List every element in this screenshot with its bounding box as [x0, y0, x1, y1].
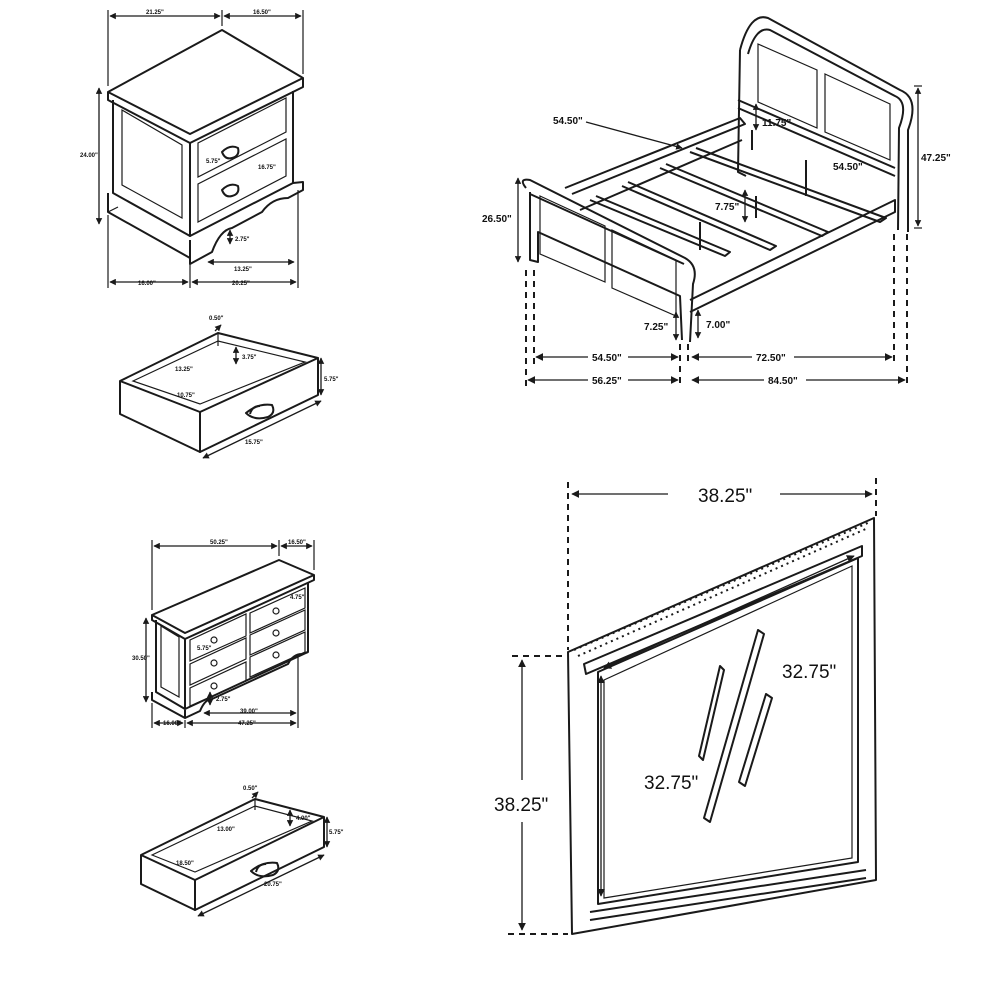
mirror-drawing: [567, 517, 877, 935]
ns-drawer-thickness-label: 0.50": [209, 316, 224, 322]
nightstand-clearance-label: 2.75": [235, 237, 250, 243]
dresser-width-label: 50.25": [210, 540, 228, 546]
dresser-drawing: [151, 559, 315, 719]
ns-drawer-outer-height-label: 5.75": [324, 377, 339, 383]
mirror-width-label: 38.25": [698, 486, 752, 507]
mirror-glass-height-label: 32.75": [644, 773, 698, 794]
bed-headboard-inner-width-label: 54.50": [553, 116, 583, 127]
nightstand-drawer-front-width-label: 16.75": [258, 165, 276, 171]
mirror-dimensions: 38.25" 38.25" 32.75" 32.75": [494, 478, 877, 935]
dr-drawer-inner-height-label: 4.00": [296, 816, 311, 822]
ns-drawer-inner-width-label: 10.75": [177, 393, 195, 399]
mirror-glass-width-label: 32.75": [782, 662, 836, 683]
dr-drawer-inner-depth-label: 13.00": [217, 827, 235, 833]
nightstand-base-width-label: 20.25": [232, 281, 250, 287]
nightstand-height-label: 24.00": [80, 153, 98, 159]
dresser-clearance-label: 2.75": [216, 697, 231, 703]
nightstand-inner-width-label: 13.25": [234, 267, 252, 273]
dr-drawer-inner-width-label: 18.50": [176, 861, 194, 867]
dresser-base-width-label: 47.25": [238, 721, 256, 727]
ns-drawer-inner-height-label: 3.75": [242, 355, 257, 361]
dr-drawer-outer-width-label: 20.75": [264, 882, 282, 888]
bed-headboard-rail-height-label: 11.75": [762, 118, 791, 129]
dr-drawer-thickness-label: 0.50": [243, 786, 258, 792]
dr-drawer-outer-height-label: 5.75": [329, 830, 344, 836]
nightstand-drawer-front-height-label: 5.75": [206, 159, 221, 165]
bed-slat-width-label: 54.50": [833, 162, 863, 173]
dresser-side-drawer-label: 4.75": [290, 595, 305, 601]
mirror-height-label: 38.25": [494, 795, 548, 816]
bed-foot-clearance-label: 7.25": [644, 322, 668, 333]
bed-overall-width-label: 56.25": [592, 376, 622, 387]
nightstand-side-depth-label: 16.00": [138, 281, 156, 287]
nightstand-drawer-drawing: [119, 332, 319, 453]
dresser-height-label: 30.50": [132, 656, 150, 662]
bed-overall-length-label: 84.50": [768, 376, 798, 387]
nightstand-drawing: [107, 29, 304, 265]
bed-headboard-height-label: 47.25": [921, 153, 951, 164]
nightstand-width-label: 21.25": [146, 10, 164, 16]
dresser-dimensions: 50.25" 16.50" 30.50" 5.75" 4.75" 2.75" 3…: [132, 540, 315, 728]
bed-slat-clearance-label: 7.75": [715, 202, 739, 213]
bed-drawing: [521, 16, 914, 343]
dresser-depth-label: 16.50": [288, 540, 306, 546]
bed-inner-length-label: 72.50": [756, 353, 786, 364]
ns-drawer-outer-width-label: 15.75": [245, 440, 263, 446]
nightstand-dimensions: 21.25" 16.50" 24.00" 5.75" 16.75" 2.75" …: [80, 10, 304, 288]
bed-footboard-height-label: 26.50": [482, 214, 512, 225]
bed-rail-clearance-label: 7.00": [706, 320, 730, 331]
dresser-drawer-dimensions: 0.50" 13.00" 4.00" 5.75" 18.50" 20.75": [176, 786, 344, 917]
nightstand-depth-label: 16.50": [253, 10, 271, 16]
nightstand-drawer-dimensions: 0.50" 13.25" 3.75" 10.75" 5.75" 15.75": [175, 316, 339, 459]
ns-drawer-inner-depth-label: 13.25": [175, 367, 193, 373]
dresser-small-drawer-label: 5.75": [197, 646, 212, 652]
dresser-side-depth-label: 16.00": [163, 721, 181, 727]
dresser-inner-width-label: 39.00": [240, 709, 258, 715]
bed-inner-width-label: 54.50": [592, 353, 622, 364]
bed-dimensions: 54.50" 11.75" 47.25" 54.50" 26.50" 7.75"…: [482, 85, 951, 387]
